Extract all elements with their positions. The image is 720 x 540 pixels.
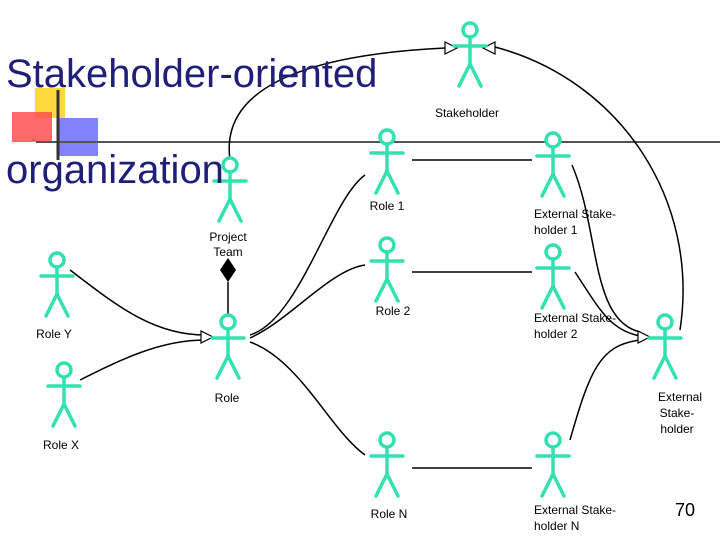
connector-roley-role [69,269,206,336]
project-team-actor-icon [212,156,248,223]
role-1-actor-icon [369,128,405,195]
connector-ext2-external [574,271,641,337]
page-number: 70 [674,500,696,520]
connector-role-role2 [249,264,366,339]
external-stakeholder-1-label: External Stake-holder 1 [534,207,616,237]
connector-extn-external [569,339,641,441]
arrowhead-stakeholder-left [444,41,459,55]
stakeholder-actor-icon [452,21,488,88]
arrowhead-stakeholder-right [481,41,496,55]
deco-blue-block [58,118,98,156]
connector-role-rolen [249,341,366,456]
role-actor-icon [210,313,246,380]
role-x-actor-icon [46,361,82,428]
external-stakeholder-actor-icon [647,313,683,380]
stakeholder-label: Stakeholder [435,106,499,120]
connector-rolex-role [79,339,206,381]
arrowhead-external-left [637,330,652,344]
connector-external-stakeholder [494,46,684,331]
connector-role-role1 [249,174,366,336]
aggregation-diamond [220,258,236,282]
role-x-label: Role X [43,438,79,452]
deco-red-block [12,112,52,142]
external-stakeholder-n-label: External Stake-holder N [534,503,616,533]
role-y-label: Role Y [36,327,72,341]
role-label: Role [215,391,240,405]
title-line-2: organization [6,148,224,192]
external-stakeholder-n-actor-icon [535,431,571,498]
role-n-label: Role N [371,507,408,521]
external-stakeholder-2-actor-icon [535,243,571,310]
role-2-actor-icon [369,236,405,303]
role-1-label: Role 1 [370,199,405,213]
arrowhead-role-left [200,330,215,344]
connector-team-stakeholder [228,47,446,161]
role-y-actor-icon [39,251,75,318]
connector-ext1-external [571,164,641,333]
slide-title: Stakeholder-oriented organization [6,2,426,194]
external-stakeholder-2-label: External Stake-holder 2 [534,311,616,341]
external-stakeholder-1-actor-icon [535,131,571,198]
title-decoration [12,88,720,160]
role-n-actor-icon [369,431,405,498]
title-line-1: Stakeholder-oriented [6,52,378,96]
role-2-label: Role 2 [376,304,411,318]
